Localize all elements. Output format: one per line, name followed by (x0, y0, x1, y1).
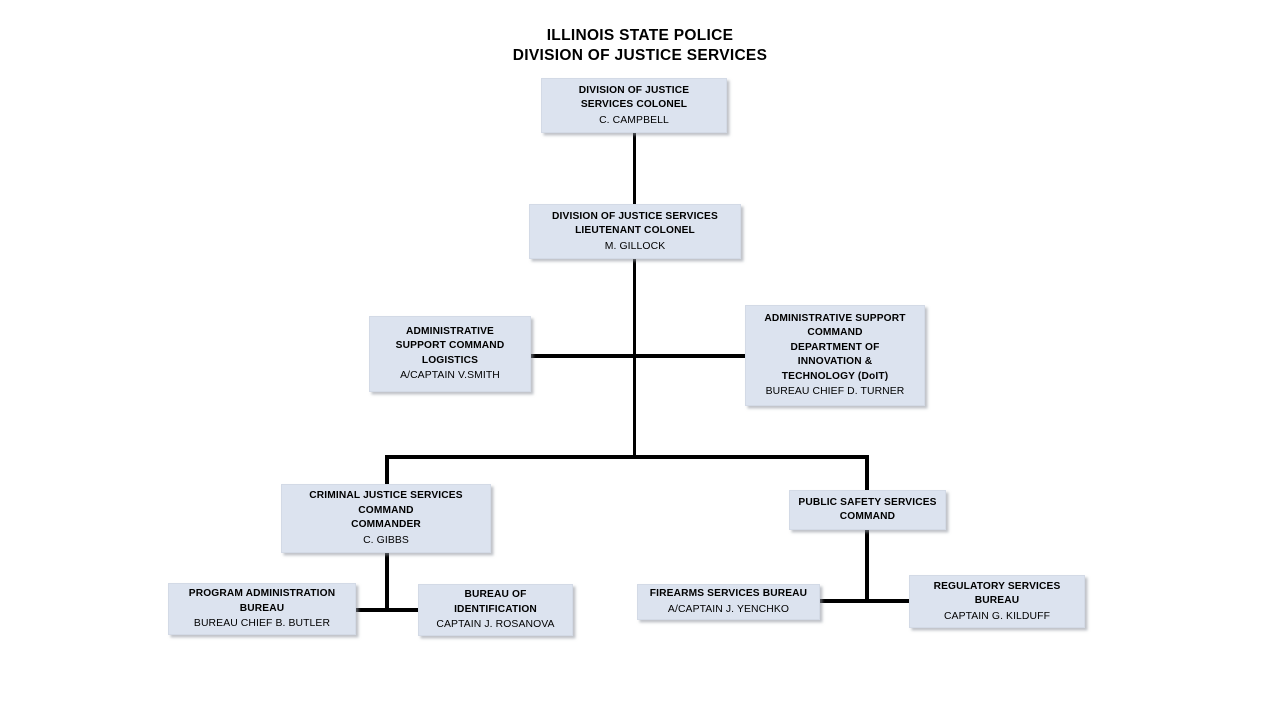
node-title: CRIMINAL JUSTICE SERVICES COMMAND COMMAN… (309, 490, 463, 531)
connector-commands-bus (385, 455, 868, 459)
node-firearms-services-bureau[interactable]: FIREARMS SERVICES BUREAU A/CAPTAIN J. YE… (637, 584, 820, 620)
node-person: BUREAU CHIEF B. BUTLER (193, 618, 331, 629)
node-title: ADMINISTRATIVE SUPPORT COMMAND DEPARTMEN… (764, 312, 906, 382)
node-person: M. GILLOCK (604, 240, 666, 252)
node-title: FIREARMS SERVICES BUREAU (649, 588, 808, 600)
node-person: A/CAPTAIN J. YENCHKO (667, 603, 790, 615)
node-division-of-justice-services-lieutenant-colonel[interactable]: DIVISION OF JUSTICE SERVICES LIEUTENANT … (529, 204, 741, 259)
node-regulatory-services-bureau[interactable]: REGULATORY SERVICES BUREAU CAPTAIN G. KI… (909, 575, 1085, 628)
node-person: CAPTAIN G. KILDUFF (943, 610, 1051, 622)
node-person: C. CAMPBELL (599, 114, 669, 126)
connector-public-safety-bus (820, 599, 911, 603)
node-person: A/CAPTAIN V.SMITH (400, 370, 500, 382)
node-criminal-justice-services-command[interactable]: CRIMINAL JUSTICE SERVICES COMMAND COMMAN… (281, 484, 491, 553)
node-public-safety-services-command[interactable]: PUBLIC SAFETY SERVICES COMMAND (789, 490, 946, 530)
node-person: CAPTAIN J. ROSANOVA (436, 619, 555, 630)
node-person: C. GIBBS (363, 534, 409, 546)
connector-colonel-to-lt-colonel (633, 133, 636, 205)
node-title: BUREAU OF IDENTIFICATION (454, 589, 537, 615)
page-title-line-1: ILLINOIS STATE POLICE (546, 27, 734, 44)
node-title: DIVISION OF JUSTICE SERVICES COLONEL (578, 84, 690, 111)
connector-admin-support-bus (530, 354, 746, 358)
connector-lt-colonel-trunk (633, 259, 636, 457)
node-title: DIVISION OF JUSTICE SERVICES LIEUTENANT … (552, 210, 718, 237)
connector-drop-criminal-justice (385, 455, 389, 490)
page-title-line-2: DIVISION OF JUSTICE SERVICES (512, 47, 768, 64)
node-administrative-support-command-logistics[interactable]: ADMINISTRATIVE SUPPORT COMMAND LOGISTICS… (369, 316, 531, 392)
node-administrative-support-command-doit[interactable]: ADMINISTRATIVE SUPPORT COMMAND DEPARTMEN… (745, 305, 925, 406)
connector-criminal-justice-bus (356, 608, 419, 612)
connector-public-safety-stem (865, 530, 869, 602)
node-title: PUBLIC SAFETY SERVICES COMMAND (798, 496, 937, 523)
page-title: ILLINOIS STATE POLICE DIVISION OF JUSTIC… (0, 26, 1280, 66)
node-program-administration-bureau[interactable]: PROGRAM ADMINISTRATION BUREAU BUREAU CHI… (168, 583, 356, 635)
node-division-of-justice-services-colonel[interactable]: DIVISION OF JUSTICE SERVICES COLONEL C. … (541, 78, 727, 133)
node-person: BUREAU CHIEF D. TURNER (765, 386, 905, 398)
node-bureau-of-identification[interactable]: BUREAU OF IDENTIFICATION CAPTAIN J. ROSA… (418, 584, 573, 636)
node-title: REGULATORY SERVICES BUREAU (933, 580, 1061, 607)
connector-criminal-justice-stem (385, 553, 389, 611)
node-title: ADMINISTRATIVE SUPPORT COMMAND LOGISTICS (395, 325, 505, 366)
connector-drop-public-safety (865, 455, 869, 490)
node-title: PROGRAM ADMINISTRATION BUREAU (188, 588, 336, 614)
